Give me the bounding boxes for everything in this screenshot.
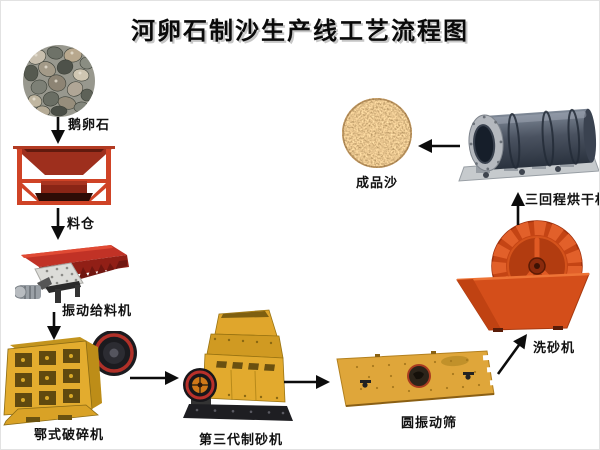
pebbles-label: 鹅卵石 <box>68 117 111 132</box>
dryer-illustration <box>458 108 599 182</box>
vibrating-screen-illustration <box>336 350 497 407</box>
arrow-screen-to-washer <box>496 334 527 375</box>
pebbles-photo <box>23 45 95 117</box>
sand-maker-node <box>183 308 295 427</box>
sand-maker-label: 第三代制砂机 <box>199 432 284 447</box>
hopper-node <box>11 143 117 209</box>
pebbles-node <box>23 45 95 117</box>
page-title: 河卵石制沙生产线工艺流程图 <box>131 18 469 45</box>
sand-maker-illustration <box>183 309 293 421</box>
finished-sand-photo <box>342 98 412 168</box>
feeder-illustration <box>15 245 129 303</box>
finished-sand-node <box>342 98 412 168</box>
arrow-dryer-to-finished-sand <box>418 139 460 153</box>
jaw-crusher-illustration <box>3 331 137 426</box>
vibrating-screen-node <box>335 349 497 411</box>
sand-washer-label: 洗砂机 <box>533 340 576 355</box>
finished-sand-label: 成品沙 <box>356 175 399 190</box>
hopper-illustration <box>13 146 115 205</box>
jaw-crusher-node <box>2 331 139 426</box>
sand-washer-illustration <box>456 220 590 332</box>
arrow-pebbles-to-hopper <box>51 117 65 144</box>
feeder-label: 振动给料机 <box>62 303 133 318</box>
vibrating-screen-label: 圆振动筛 <box>401 415 458 430</box>
feeder-node <box>15 243 137 307</box>
dryer-node <box>456 101 599 191</box>
hopper-label: 料仓 <box>67 216 96 231</box>
arrow-hopper-to-feeder <box>51 208 65 240</box>
dryer-label: 三回程烘干机 <box>525 192 599 207</box>
sand-washer-node <box>453 220 593 332</box>
jaw-crusher-label: 鄂式破碎机 <box>34 427 105 442</box>
